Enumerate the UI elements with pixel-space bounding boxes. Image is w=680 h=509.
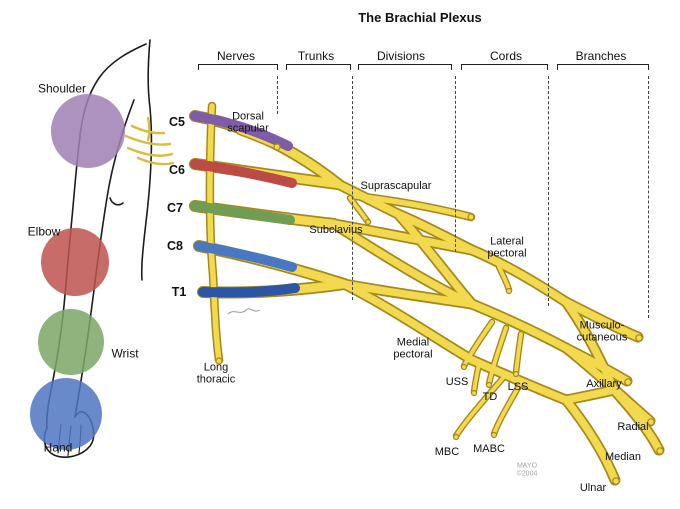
label-radial: Radial: [617, 420, 649, 433]
body-region-circles: [30, 94, 125, 450]
diagram-title: The Brachial Plexus: [358, 10, 482, 25]
label-uss: USS: [445, 375, 469, 388]
bracket-cords: [461, 64, 548, 70]
region-label-wrist: Wrist: [111, 346, 139, 361]
label-mbc: MBC: [434, 445, 460, 458]
divider-nerves-trunks: [277, 76, 278, 114]
region-label-shoulder: Shoulder: [37, 81, 87, 96]
section-header-cords: Cords: [489, 49, 523, 63]
t1-root-segment: [198, 283, 300, 298]
divider-branches-right: [648, 76, 649, 318]
region-label-hand: Hand: [43, 440, 73, 455]
label-mabc: MABC: [473, 442, 505, 455]
label-ulnar: Ulnar: [579, 481, 607, 494]
divider-trunks-divisions: [352, 76, 353, 300]
nerve-tip-ends: [215, 143, 664, 485]
c5-root-segment: [190, 111, 293, 151]
signature-scribble: [227, 308, 261, 315]
divider-cords-branches: [548, 76, 549, 306]
label-musculocutaneous: Musculo- cutaneous: [576, 319, 628, 344]
bracket-divisions: [358, 64, 452, 70]
hand-region-circle: [30, 378, 102, 450]
root-colored-segments: [190, 111, 300, 298]
c7-root-segment: [190, 201, 295, 225]
bracket-trunks: [286, 64, 351, 70]
label-median: Median: [604, 450, 642, 463]
section-header-divisions: Divisions: [376, 49, 426, 63]
elbow-region-circle: [41, 228, 109, 296]
root-label-c8: C8: [167, 239, 183, 253]
label-long-thoracic: Long thoracic: [196, 361, 236, 386]
label-td: TD: [482, 390, 498, 403]
shoulder-region-circle: [51, 94, 125, 168]
bracket-nerves: [198, 64, 278, 70]
c8-root-segment: [194, 241, 297, 272]
label-suprascapular: Suprascapular: [360, 179, 432, 192]
region-label-elbow: Elbow: [27, 224, 61, 239]
root-label-c5: C5: [169, 115, 185, 129]
wrist-region-circle: [38, 309, 104, 375]
chest-detail: [109, 197, 124, 206]
credit-watermark: MAYO ©2004: [516, 462, 538, 478]
label-dorsal-scapular: Dorsal scapular: [227, 110, 269, 135]
label-lss: LSS: [507, 380, 529, 393]
section-header-nerves: Nerves: [216, 49, 256, 63]
label-medial-pectoral: Medial pectoral: [393, 336, 433, 361]
root-label-t1: T1: [171, 285, 187, 299]
section-header-trunks: Trunks: [297, 49, 335, 63]
bracket-branches: [557, 64, 649, 70]
c6-root-segment: [190, 159, 297, 188]
label-lateral-pectoral: Lateral pectoral: [487, 235, 527, 260]
divider-divisions-cords: [455, 76, 456, 252]
root-label-c6: C6: [169, 163, 185, 177]
label-axillary: Axillary: [586, 377, 622, 390]
label-subclavius: Subclavius: [309, 223, 363, 236]
section-header-branches: Branches: [575, 49, 627, 63]
root-label-c7: C7: [167, 201, 183, 215]
axilla-nerves: [124, 116, 175, 166]
